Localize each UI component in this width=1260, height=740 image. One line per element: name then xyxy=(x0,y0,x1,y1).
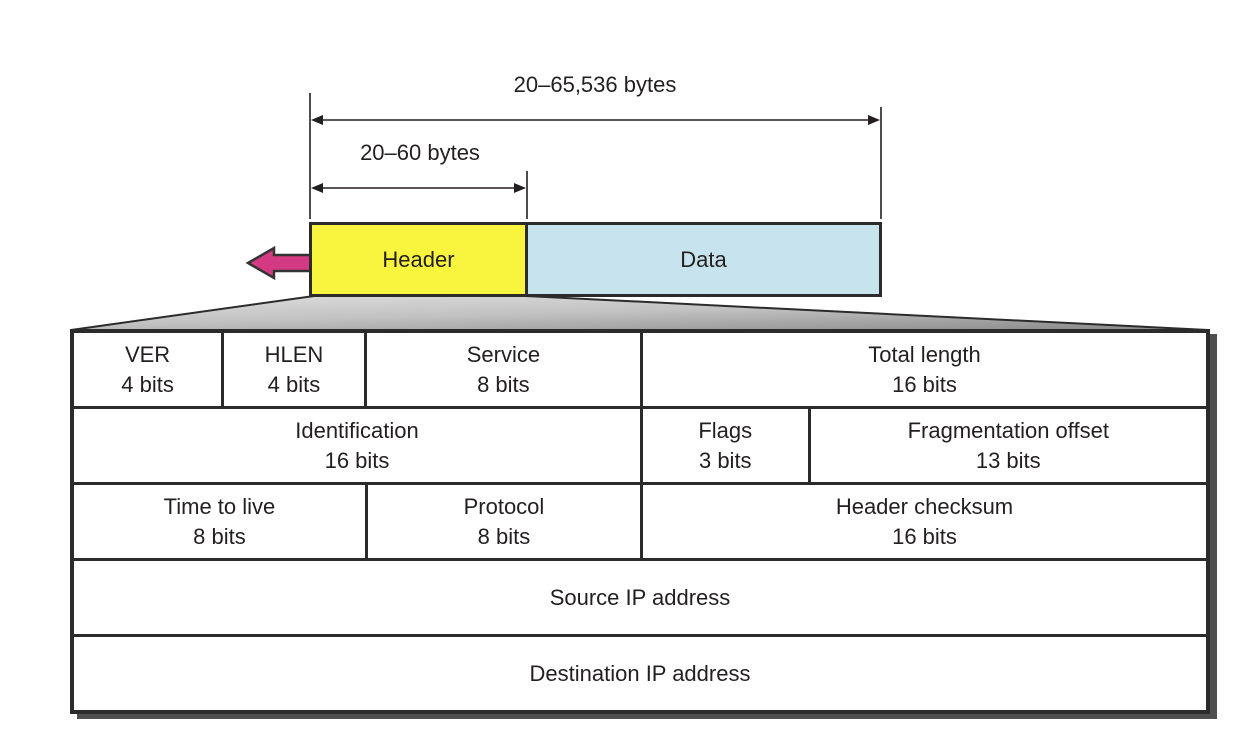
field-cell-hlen: HLEN 4 bits xyxy=(221,333,364,406)
field-bits: 16 bits xyxy=(892,371,957,397)
field-cell-identification: Identification 16 bits xyxy=(74,409,640,482)
field-cell-ver: VER 4 bits xyxy=(74,333,221,406)
header-dim-arrowhead-right xyxy=(514,183,526,193)
field-bits: 3 bits xyxy=(698,447,752,473)
packet-data-segment: Data xyxy=(528,225,879,294)
field-name: Time to live xyxy=(163,494,276,520)
field-cell-ttl: Time to live 8 bits xyxy=(74,485,365,558)
field-bits: 16 bits xyxy=(892,523,957,549)
field-cell-destination-ip: Destination IP address xyxy=(74,637,1206,710)
header-size-label: 20–60 bytes xyxy=(360,140,480,165)
funnel-shape xyxy=(70,295,1209,331)
table-row: VER 4 bits HLEN 4 bits Service 8 bits To… xyxy=(74,333,1206,406)
field-name: Fragmentation offset xyxy=(907,418,1109,444)
transmit-direction-arrow-icon xyxy=(245,245,313,281)
field-cell-service: Service 8 bits xyxy=(363,333,640,406)
field-cell-source-ip: Source IP address xyxy=(74,561,1206,634)
field-cell-fragmentation-offset: Fragmentation offset 13 bits xyxy=(807,409,1206,482)
table-row: Source IP address xyxy=(74,558,1206,634)
packet-header-segment-label: Header xyxy=(382,246,455,272)
packet-header-segment: Header xyxy=(312,225,528,294)
field-name: Destination IP address xyxy=(529,660,751,686)
field-bits: 13 bits xyxy=(975,447,1041,473)
field-name: Source IP address xyxy=(549,584,731,610)
field-bits: 16 bits xyxy=(324,447,390,473)
field-bits: 8 bits xyxy=(477,371,530,397)
field-name: Protocol xyxy=(463,494,545,520)
table-row: Destination IP address xyxy=(74,634,1206,710)
field-cell-header-checksum: Header checksum 16 bits xyxy=(639,485,1206,558)
field-name: Service xyxy=(466,342,541,368)
total-dim-arrowhead-right xyxy=(868,115,880,125)
field-name: Identification xyxy=(295,418,419,444)
total-dim-arrowhead-left xyxy=(311,115,323,125)
field-bits: 8 bits xyxy=(193,523,246,549)
field-name: Total length xyxy=(868,342,981,368)
table-row: Identification 16 bits Flags 3 bits Frag… xyxy=(74,406,1206,482)
packet-data-segment-label: Data xyxy=(680,246,727,272)
header-dim-arrowhead-left xyxy=(311,183,323,193)
packet-bar: Header Data xyxy=(309,222,882,297)
field-bits: 8 bits xyxy=(477,523,531,549)
ipv4-header-table: VER 4 bits HLEN 4 bits Service 8 bits To… xyxy=(70,329,1210,714)
field-bits: 4 bits xyxy=(267,371,321,397)
table-row: Time to live 8 bits Protocol 8 bits Head… xyxy=(74,482,1206,558)
total-size-label: 20–65,536 bytes xyxy=(513,72,677,97)
field-bits: 4 bits xyxy=(121,371,174,397)
field-cell-total-length: Total length 16 bits xyxy=(639,333,1206,406)
field-name: HLEN xyxy=(264,342,324,368)
field-cell-protocol: Protocol 8 bits xyxy=(364,485,640,558)
field-name: VER xyxy=(124,342,171,368)
field-name: Flags xyxy=(698,418,753,444)
field-name: Header checksum xyxy=(835,494,1014,520)
field-cell-flags: Flags 3 bits xyxy=(640,409,808,482)
